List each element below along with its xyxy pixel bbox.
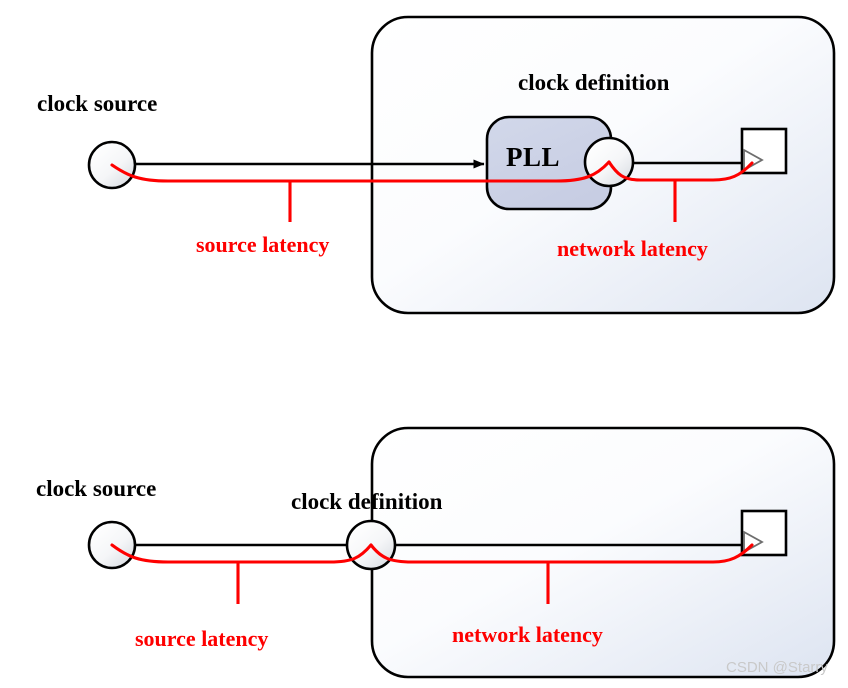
clock-definition-label-2: clock definition: [291, 489, 443, 514]
source-latency-path: [110, 163, 489, 183]
pll-label: PLL: [506, 142, 561, 172]
clock-source-label-1: clock source: [37, 91, 158, 116]
flip-flop-clock-triangle-icon: [743, 148, 764, 172]
clock-source-label-2: clock source: [36, 476, 157, 501]
network-latency-label-1: network latency: [557, 236, 708, 261]
network-latency-path: [369, 543, 754, 564]
flip-flop: [740, 509, 788, 557]
diagram-no-pll: [87, 426, 836, 679]
clock-definition-label-1: clock definition: [518, 70, 670, 95]
watermark: CSDN @Starry: [726, 659, 828, 676]
source-latency-label-2: source latency: [135, 626, 269, 651]
diagram-with-pll: [87, 15, 836, 315]
network-latency-label-2: network latency: [452, 622, 603, 647]
source-latency-path: [110, 543, 373, 564]
source-latency-label-1: source latency: [196, 232, 330, 257]
flip-flop-clock-triangle-icon: [743, 530, 764, 554]
source-latency-path-through-pll: [485, 160, 611, 183]
